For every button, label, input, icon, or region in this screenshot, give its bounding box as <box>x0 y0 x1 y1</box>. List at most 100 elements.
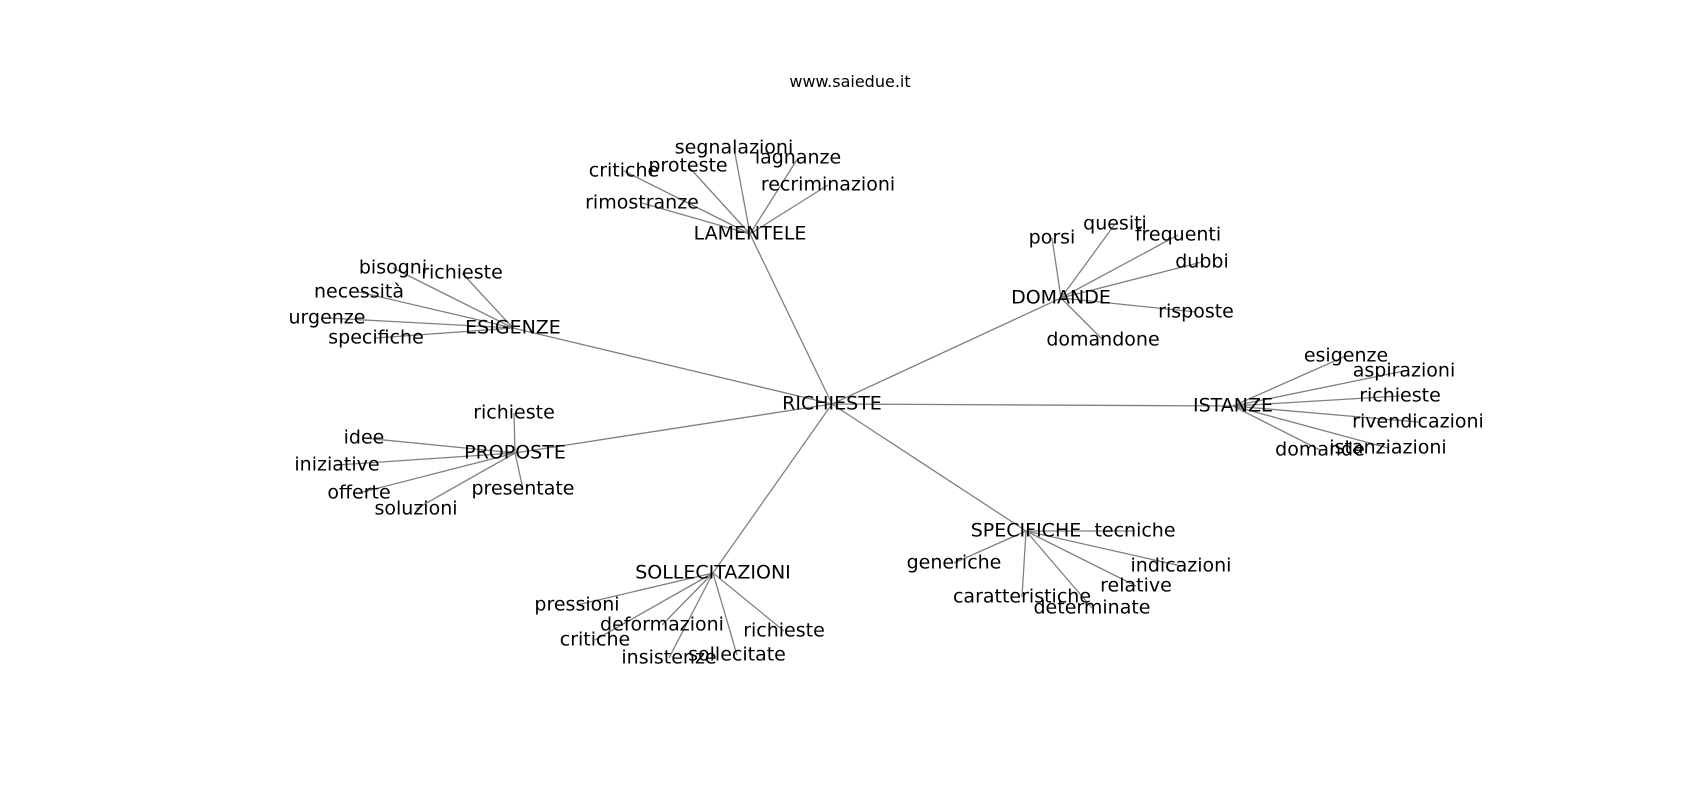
edge-istanze-3 <box>1232 405 1419 423</box>
group-node-esigenze: ESIGENZE <box>465 317 561 339</box>
leaf-node-istanze-1: aspirazioni <box>1353 360 1456 382</box>
leaf-node-istanze-0: esigenze <box>1304 345 1388 367</box>
leaf-node-specifiche-0: tecniche <box>1094 520 1175 542</box>
edge-domande-0 <box>1060 223 1116 299</box>
leaf-node-istanze-4: domande <box>1275 439 1365 461</box>
leaf-node-proposte-3: offerte <box>327 482 390 504</box>
leaf-node-lamentele-3: critiche <box>589 160 659 182</box>
edge-istanze-2 <box>1232 395 1401 407</box>
leaf-node-lamentele-0: segnalazioni <box>675 137 793 159</box>
leaf-node-sollecitazioni-1: deformazioni <box>600 614 724 636</box>
leaf-node-sollecitazioni-0: pressioni <box>534 594 619 616</box>
edge-root-istanze <box>831 403 1234 407</box>
leaf-node-domande-3: dubbi <box>1175 251 1229 273</box>
leaf-node-domande-1: porsi <box>1029 227 1076 249</box>
leaf-node-lamentele-1: lagnanze <box>755 147 841 169</box>
edge-lamentele-2 <box>687 165 751 235</box>
leaf-node-sollecitazioni-4: insistenze <box>621 647 716 669</box>
leaf-node-domande-2: frequenti <box>1135 224 1221 246</box>
leaf-node-istanze-5: istanziazioni <box>1329 437 1446 459</box>
group-node-lamentele: LAMENTELE <box>694 223 807 245</box>
edge-sollecitazioni-2 <box>594 572 714 641</box>
edge-proposte-1 <box>363 437 516 454</box>
edge-specifiche-2 <box>1025 530 1182 567</box>
edge-proposte-2 <box>336 452 516 466</box>
edge-sollecitazioni-5 <box>712 572 738 656</box>
edge-esigenze-0 <box>392 267 514 329</box>
edge-proposte-0 <box>513 412 516 454</box>
leaf-node-lamentele-4: recriminazioni <box>761 174 895 196</box>
edge-domande-5 <box>1060 297 1104 341</box>
leaf-node-sollecitazioni-5: sollecitate <box>688 644 786 666</box>
edge-istanze-0 <box>1232 355 1347 407</box>
leaf-node-esigenze-2: necessità <box>314 281 404 303</box>
edge-lamentele-0 <box>733 147 751 235</box>
edge-esigenze-1 <box>461 272 514 329</box>
leaf-node-esigenze-4: specifiche <box>328 327 424 349</box>
edge-lamentele-5 <box>641 202 751 235</box>
group-node-proposte: PROPOSTE <box>464 442 566 464</box>
leaf-node-istanze-3: rivendicazioni <box>1352 411 1484 433</box>
leaf-node-proposte-4: soluzioni <box>374 498 457 520</box>
edge-root-specifiche <box>831 403 1027 532</box>
edge-domande-3 <box>1060 261 1203 299</box>
group-node-specifiche: SPECIFICHE <box>971 520 1081 542</box>
edge-esigenze-2 <box>358 291 514 329</box>
leaf-node-esigenze-0: bisogni <box>359 257 427 279</box>
group-node-sollecitazioni: SOLLECITAZIONI <box>635 562 791 584</box>
edge-proposte-5 <box>514 452 524 490</box>
leaf-node-domande-5: domandone <box>1046 329 1159 351</box>
leaf-node-domande-0: quesiti <box>1083 213 1147 235</box>
edge-root-esigenze <box>512 327 833 405</box>
edge-istanze-4 <box>1232 405 1321 451</box>
edge-proposte-4 <box>415 452 516 510</box>
edge-sollecitazioni-4 <box>668 572 714 659</box>
edge-domande-1 <box>1051 237 1062 299</box>
edge-sollecitazioni-3 <box>712 572 785 632</box>
edge-sollecitazioni-1 <box>661 572 714 626</box>
edge-lamentele-4 <box>749 184 829 235</box>
edge-specifiche-5 <box>1025 530 1093 609</box>
edge-proposte-3 <box>358 452 516 494</box>
leaf-node-esigenze-3: urgenze <box>289 307 366 329</box>
edge-specifiche-1 <box>953 530 1027 564</box>
edge-specifiche-4 <box>1021 530 1027 598</box>
leaf-node-specifiche-2: indicazioni <box>1131 555 1232 577</box>
group-node-istanze: ISTANZE <box>1193 395 1273 417</box>
edge-lamentele-3 <box>623 170 751 235</box>
edge-esigenze-4 <box>375 327 514 339</box>
leaf-node-specifiche-4: caratteristiche <box>953 586 1091 608</box>
edge-root-sollecitazioni <box>712 403 833 574</box>
edge-root-proposte <box>514 403 833 454</box>
leaf-node-specifiche-5: determinate <box>1034 597 1151 619</box>
leaf-node-proposte-2: iniziative <box>294 454 379 476</box>
edge-istanze-1 <box>1232 370 1405 407</box>
edge-root-domande <box>831 297 1062 405</box>
site-title: www.saiedue.it <box>789 72 911 91</box>
leaf-node-domande-4: risposte <box>1158 301 1234 323</box>
edge-lamentele-1 <box>749 157 799 235</box>
leaf-node-proposte-0: richieste <box>473 402 555 424</box>
group-node-domande: DOMANDE <box>1011 287 1111 309</box>
leaf-node-lamentele-2: proteste <box>648 155 727 177</box>
edge-root-lamentele <box>749 233 833 405</box>
edge-sollecitazioni-0 <box>576 572 714 606</box>
leaf-node-proposte-1: idee <box>344 427 385 449</box>
edge-domande-2 <box>1060 234 1179 299</box>
leaf-node-proposte-5: presentate <box>471 478 574 500</box>
edge-istanze-5 <box>1232 405 1389 449</box>
root-node-label: RICHIESTE <box>782 393 882 415</box>
leaf-node-esigenze-1: richieste <box>421 262 503 284</box>
leaf-node-istanze-2: richieste <box>1359 385 1441 407</box>
edge-domande-4 <box>1060 297 1197 313</box>
edge-esigenze-3 <box>326 317 514 329</box>
edges-layer <box>326 147 1419 659</box>
edge-specifiche-3 <box>1025 530 1137 587</box>
leaf-node-lamentele-5: rimostranze <box>585 192 699 214</box>
leaf-node-sollecitazioni-2: critiche <box>560 629 630 651</box>
leaf-node-specifiche-3: relative <box>1100 575 1172 597</box>
leaf-node-specifiche-1: generiche <box>907 552 1002 574</box>
leaf-node-sollecitazioni-3: richieste <box>743 620 825 642</box>
